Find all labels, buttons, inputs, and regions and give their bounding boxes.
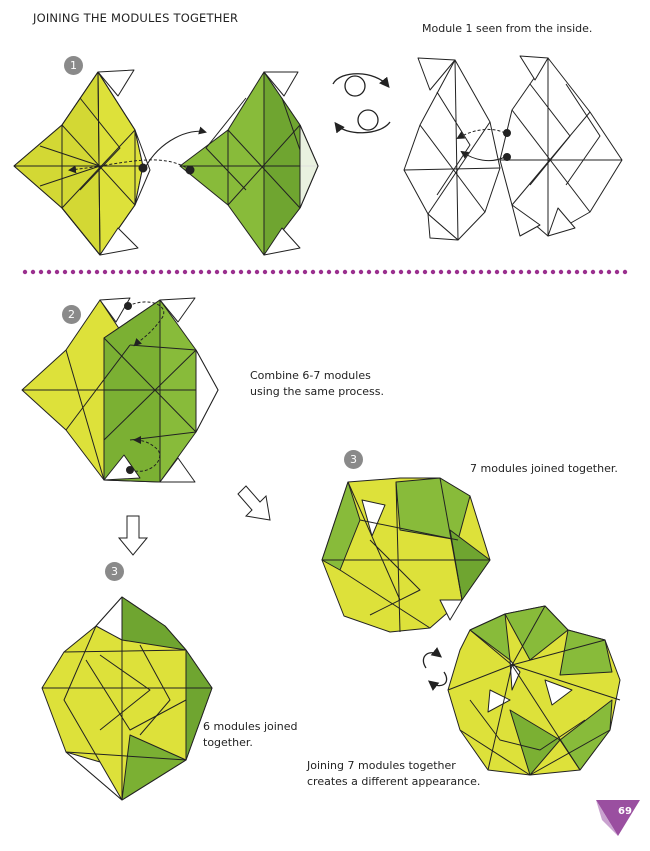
inside-view-arrows	[456, 128, 511, 162]
flip-icon	[332, 73, 391, 134]
caption-combine-line1: Combine 6-7 modules	[250, 369, 371, 382]
six-module-assembly	[41, 596, 213, 801]
combined-modules-step2	[21, 297, 219, 483]
step-3-badge-right: 3	[344, 450, 363, 469]
page-number: 69	[618, 806, 632, 817]
caption-appearance-line2: creates a different appearance.	[307, 775, 481, 788]
step-3-badge-left: 3	[105, 562, 124, 581]
diagonal-arrow	[237, 485, 271, 521]
caption-appearance-line1: Joining 7 modules together	[307, 759, 456, 772]
green-module-step1	[179, 71, 319, 256]
step-1-badge: 1	[64, 56, 83, 75]
section-divider	[22, 269, 628, 275]
caption-inside-view: Module 1 seen from the inside.	[422, 22, 593, 35]
caption-six-line2: together.	[203, 736, 253, 749]
step-2-badge: 2	[62, 305, 81, 324]
join-arrows-step1	[68, 126, 207, 175]
join-arrows-step2	[124, 301, 165, 474]
page-tab	[596, 800, 640, 836]
caption-six-line1: 6 modules joined	[203, 720, 298, 733]
rotate-icon	[422, 647, 448, 691]
seven-module-assembly-side	[321, 477, 491, 633]
seven-module-ring	[447, 605, 621, 776]
page-title: JOINING THE MODULES TOGETHER	[33, 11, 239, 25]
down-arrow	[117, 515, 149, 556]
caption-combine-line2: using the same process.	[250, 385, 384, 398]
yellow-module-step1	[13, 69, 151, 256]
inside-view-modules	[403, 55, 623, 241]
caption-seven-joined: 7 modules joined together.	[470, 462, 618, 475]
